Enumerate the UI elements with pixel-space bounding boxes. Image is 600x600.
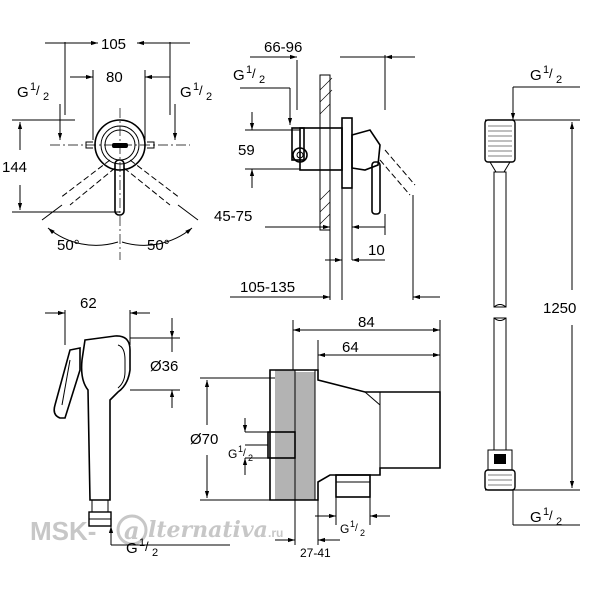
watermark-logo-ring — [116, 514, 148, 546]
front-thread-left-label: G — [17, 84, 29, 101]
svg-text:/: / — [549, 508, 553, 523]
svg-text:2: 2 — [206, 91, 212, 103]
side-depth-range-label: 66-96 — [264, 39, 302, 56]
connector-total-label: 84 — [358, 314, 375, 331]
connector-wall-range-label: 27-41 — [300, 546, 331, 560]
svg-text:/: / — [36, 83, 40, 98]
spray-diameter-label: Ø36 — [150, 358, 178, 375]
handle-knob — [351, 129, 381, 171]
svg-text:2: 2 — [152, 547, 158, 559]
side-view: 66-96 G 1 / 2 59 45- — [214, 39, 440, 300]
svg-text:1: 1 — [246, 64, 252, 76]
hose-tube-lower — [493, 317, 507, 451]
connector-view: 84 64 Ø70 G 1 / 2 G 1 / — [190, 314, 441, 560]
spray-view: 62 Ø36 G 1 / 2 — [45, 295, 230, 559]
watermark: MSK- a lternativa .ru — [30, 514, 283, 546]
svg-text:1: 1 — [238, 444, 243, 454]
watermark-right: lternativa — [148, 517, 268, 543]
watermark-at: a — [124, 516, 140, 545]
side-total-range-label: 105-135 — [240, 279, 295, 296]
rosette-section — [295, 372, 315, 500]
svg-text:1: 1 — [350, 519, 355, 529]
svg-text:2: 2 — [556, 74, 562, 86]
side-height-label: 59 — [238, 142, 255, 159]
angle-left-label: 50° — [57, 237, 80, 254]
side-wall-range-label: 45-75 — [214, 208, 252, 225]
valve-body — [299, 127, 343, 171]
connector-outlet-thread — [335, 474, 371, 498]
spray-trigger — [53, 347, 81, 419]
svg-text:2: 2 — [360, 528, 365, 538]
svg-text:1: 1 — [193, 81, 199, 93]
connector-diameter-label: Ø70 — [190, 431, 218, 448]
hose-thread-bottom-label: G — [530, 509, 542, 526]
front-thread-right-label: G — [180, 84, 192, 101]
front-height-label: 144 — [2, 159, 27, 176]
spray-length-label: 62 — [80, 295, 97, 312]
svg-text:2: 2 — [259, 74, 265, 86]
angle-right-label: 50° — [147, 237, 170, 254]
connector-thread-bottom-label: G — [340, 522, 349, 536]
front-width-outer-label: 105 — [101, 36, 126, 53]
connector-thread-left-label: G — [228, 447, 237, 461]
wall-plaster — [275, 370, 295, 500]
svg-text:1: 1 — [543, 506, 549, 518]
front-width-inner-label: 80 — [106, 69, 123, 86]
lever-handle — [114, 159, 125, 216]
svg-text:1: 1 — [30, 81, 36, 93]
inlet-connector — [291, 127, 305, 161]
svg-text:/: / — [252, 66, 256, 81]
side-plate-label: 10 — [368, 242, 385, 259]
watermark-suffix: .ru — [268, 526, 283, 540]
side-thread-label: G — [233, 67, 245, 84]
svg-text:1: 1 — [139, 537, 145, 549]
svg-text:/: / — [243, 448, 246, 459]
svg-text:/: / — [199, 83, 203, 98]
hose-view: G 1 / 2 1250 G 1 / — [484, 64, 580, 528]
hose-thread-top-label: G — [530, 67, 542, 84]
svg-text:2: 2 — [556, 516, 562, 528]
wall-section — [319, 74, 331, 231]
hose-tube-upper — [493, 171, 507, 308]
svg-text:1: 1 — [543, 64, 549, 76]
hose-length-label: 1250 — [543, 300, 576, 317]
svg-text:2: 2 — [248, 453, 253, 463]
svg-text:2: 2 — [43, 91, 49, 103]
watermark-left: MSK- — [30, 516, 96, 546]
connector-inner-label: 64 — [342, 339, 359, 356]
svg-text:/: / — [549, 66, 553, 81]
svg-text:/: / — [145, 539, 149, 554]
svg-text:/: / — [355, 523, 358, 534]
cover-plate — [341, 117, 353, 189]
side-lever — [371, 161, 381, 215]
spray-thread-label: G — [126, 540, 138, 557]
spray-head — [80, 335, 131, 501]
front-view: 105 80 G 1 / 2 G 1 / 2 144 — [2, 36, 212, 260]
